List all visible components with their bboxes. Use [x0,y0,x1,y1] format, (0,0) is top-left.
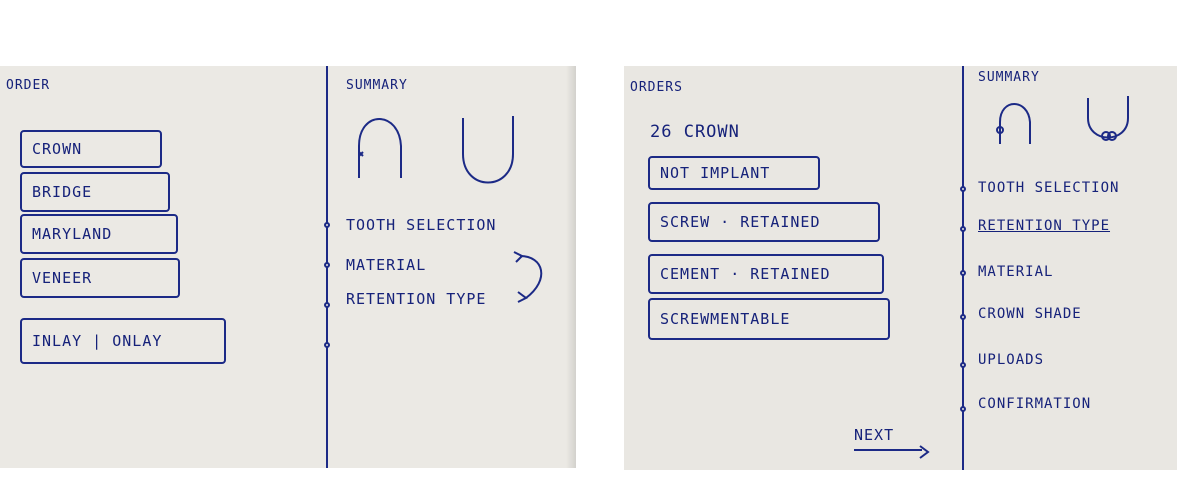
order-option-bridge[interactable]: BRIDGE [20,172,170,212]
order-option-inlay-onlay[interactable]: INLAY | ONLAY [20,318,226,364]
step-tooth-selection[interactable]: TOOTH SELECTION [978,180,1120,196]
order-option-maryland[interactable]: MARYLAND [20,214,178,254]
step-marker [324,342,330,348]
step-marker [960,186,966,192]
ghost-text [350,338,357,352]
tooth-outline-icons [358,116,514,184]
step-marker [960,406,966,412]
retention-option-not-implant[interactable]: NOT IMPLANT [648,156,820,190]
retention-option-cement-retained[interactable]: CEMENT · RETAINED [648,254,884,294]
step-material[interactable]: MATERIAL [346,256,427,274]
summary-heading: SUMMARY [978,70,1040,85]
summary-heading: SUMMARY [346,78,408,93]
orders-heading: ORDERS [630,80,683,95]
step-marker [960,362,966,368]
swap-arrow-icon [513,251,543,303]
step-marker [324,222,330,228]
step-material[interactable]: MATERIAL [978,264,1054,280]
tooth-outline-icons [996,96,1129,144]
order-option-crown[interactable]: CROWN [20,130,162,168]
step-marker [960,270,966,276]
step-crown-shade[interactable]: CROWN SHADE [978,306,1082,322]
step-marker [960,226,966,232]
next-arrow-icon [854,445,930,459]
step-retention-type[interactable]: RETENTION TYPE [978,218,1111,234]
step-marker [324,302,330,308]
panel-divider [962,66,964,470]
step-confirmation[interactable]: CONFIRMATION [978,396,1092,412]
sketch-right: ORDERS 26 CROWN NOT IMPLANT SCREW · RETA… [624,66,1177,470]
step-retention-type[interactable]: RETENTION TYPE [346,290,487,308]
step-uploads[interactable]: UPLOADS [978,352,1045,368]
order-heading: ORDER [6,78,51,93]
selected-item: 26 CROWN [650,122,740,142]
step-marker [324,262,330,268]
next-button[interactable]: NEXT [854,426,895,444]
retention-option-screwmentable[interactable]: SCREWMENTABLE [648,298,890,340]
step-tooth-selection[interactable]: TOOTH SELECTION [346,216,497,234]
retention-option-screw-retained[interactable]: SCREW · RETAINED [648,202,880,242]
order-option-veneer[interactable]: VENEER [20,258,180,298]
sketch-left: ORDER CROWN BRIDGE MARYLAND VENEER INLAY… [0,66,576,468]
step-marker [960,314,966,320]
